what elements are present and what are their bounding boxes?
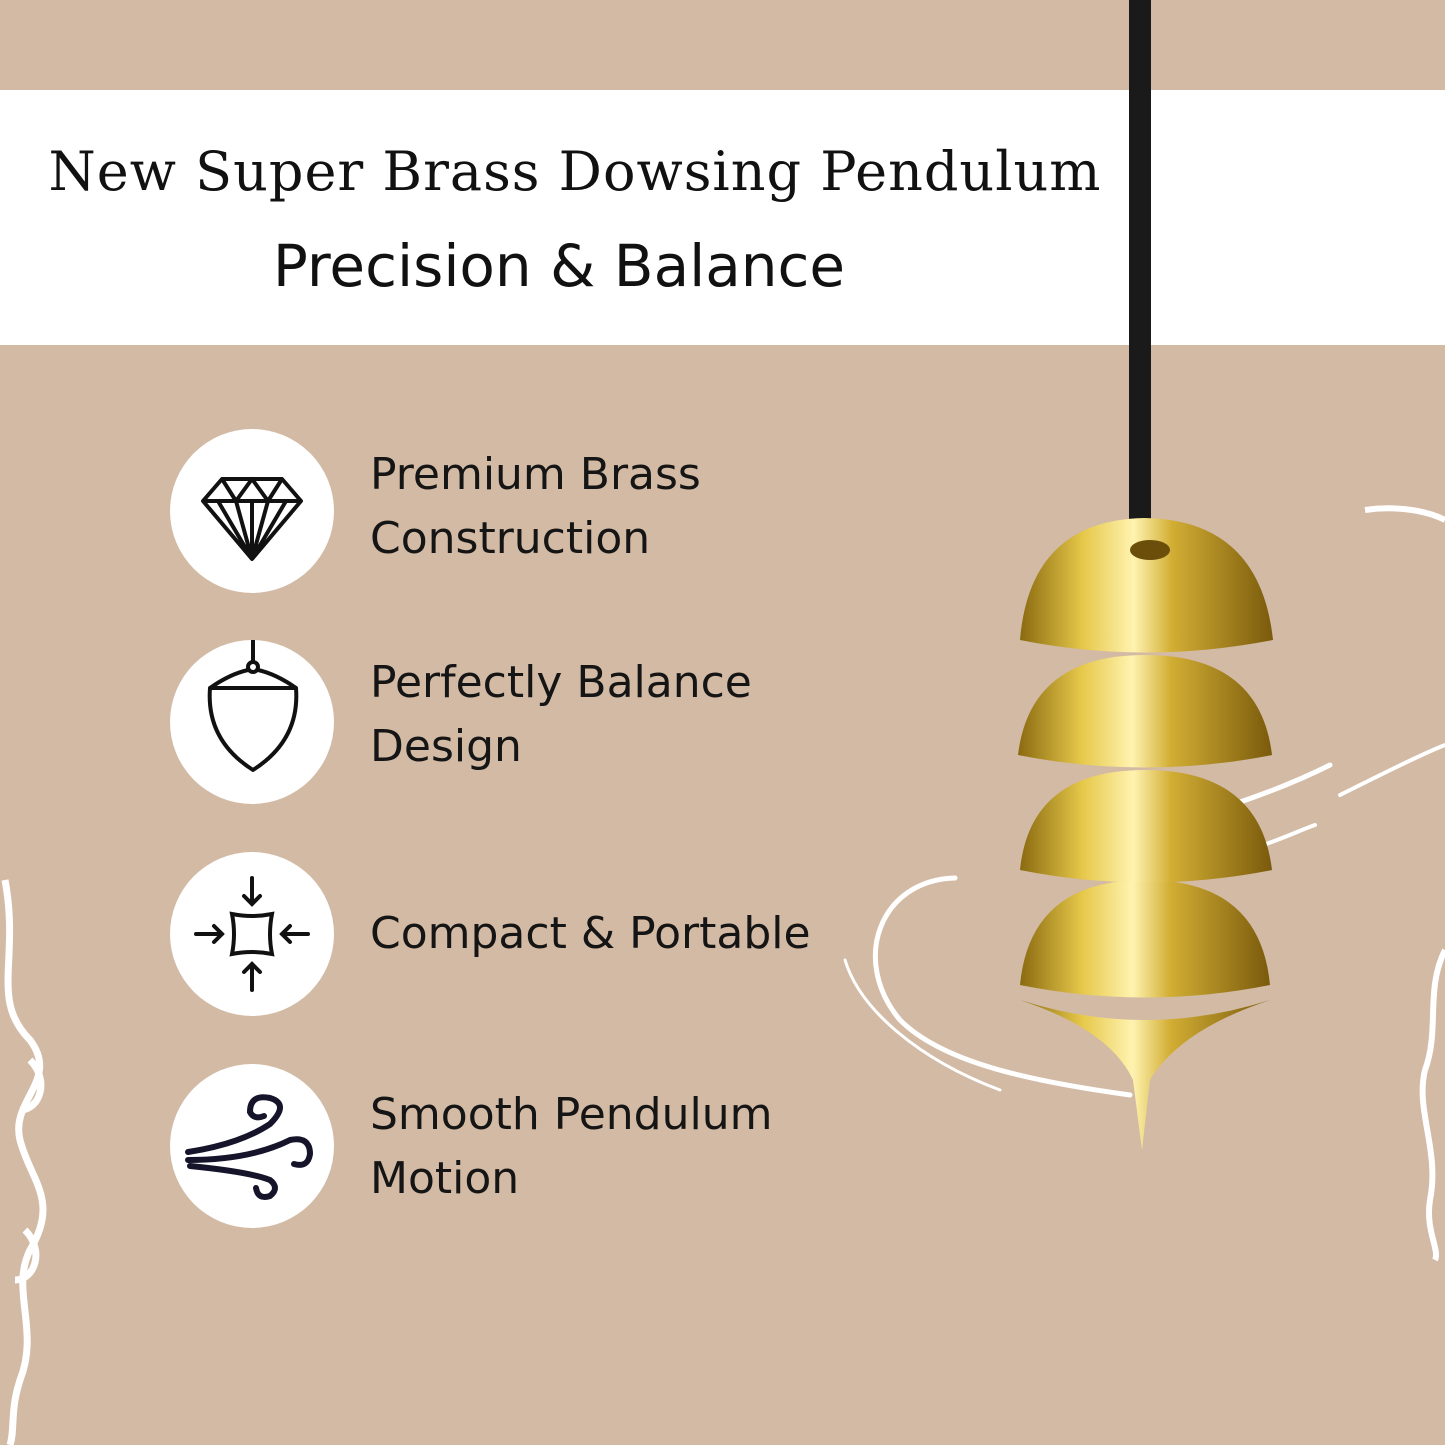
title-banner [0,90,1445,345]
feature-title: Smooth Pendulum [370,1089,773,1140]
feature-icon-circle [170,1064,334,1228]
diamond-icon [201,477,303,561]
pendulum-icon [207,640,299,772]
feature-icon-circle [170,640,334,804]
right-ornament [1364,505,1445,1262]
feature-smooth-motion: Smooth Pendulum Motion [370,1083,772,1211]
feature-title: Compact & Portable [370,908,811,959]
feature-title: Premium Brass [370,449,701,500]
pendulum [1018,0,1273,1150]
left-ornament [1,879,47,1445]
feature-title: Perfectly Balance [370,657,752,708]
feature-icon-circle [170,852,334,1016]
feature-compact-portable: Compact & Portable [370,902,811,966]
feature-icon-circle [170,429,334,593]
feature-balance-design: Perfectly Balance Design [370,651,752,779]
compress-arrows-icon [194,876,310,992]
wind-swirl-icon [185,1094,314,1200]
feature-subtitle: Design [370,721,522,772]
feature-premium-brass: Premium Brass Construction [370,443,701,571]
page-subtitle: Precision & Balance [272,232,846,300]
feature-subtitle: Construction [370,513,651,564]
feature-subtitle: Motion [370,1153,520,1204]
page-title: New Super Brass Dowsing Pendulum [48,140,1102,203]
